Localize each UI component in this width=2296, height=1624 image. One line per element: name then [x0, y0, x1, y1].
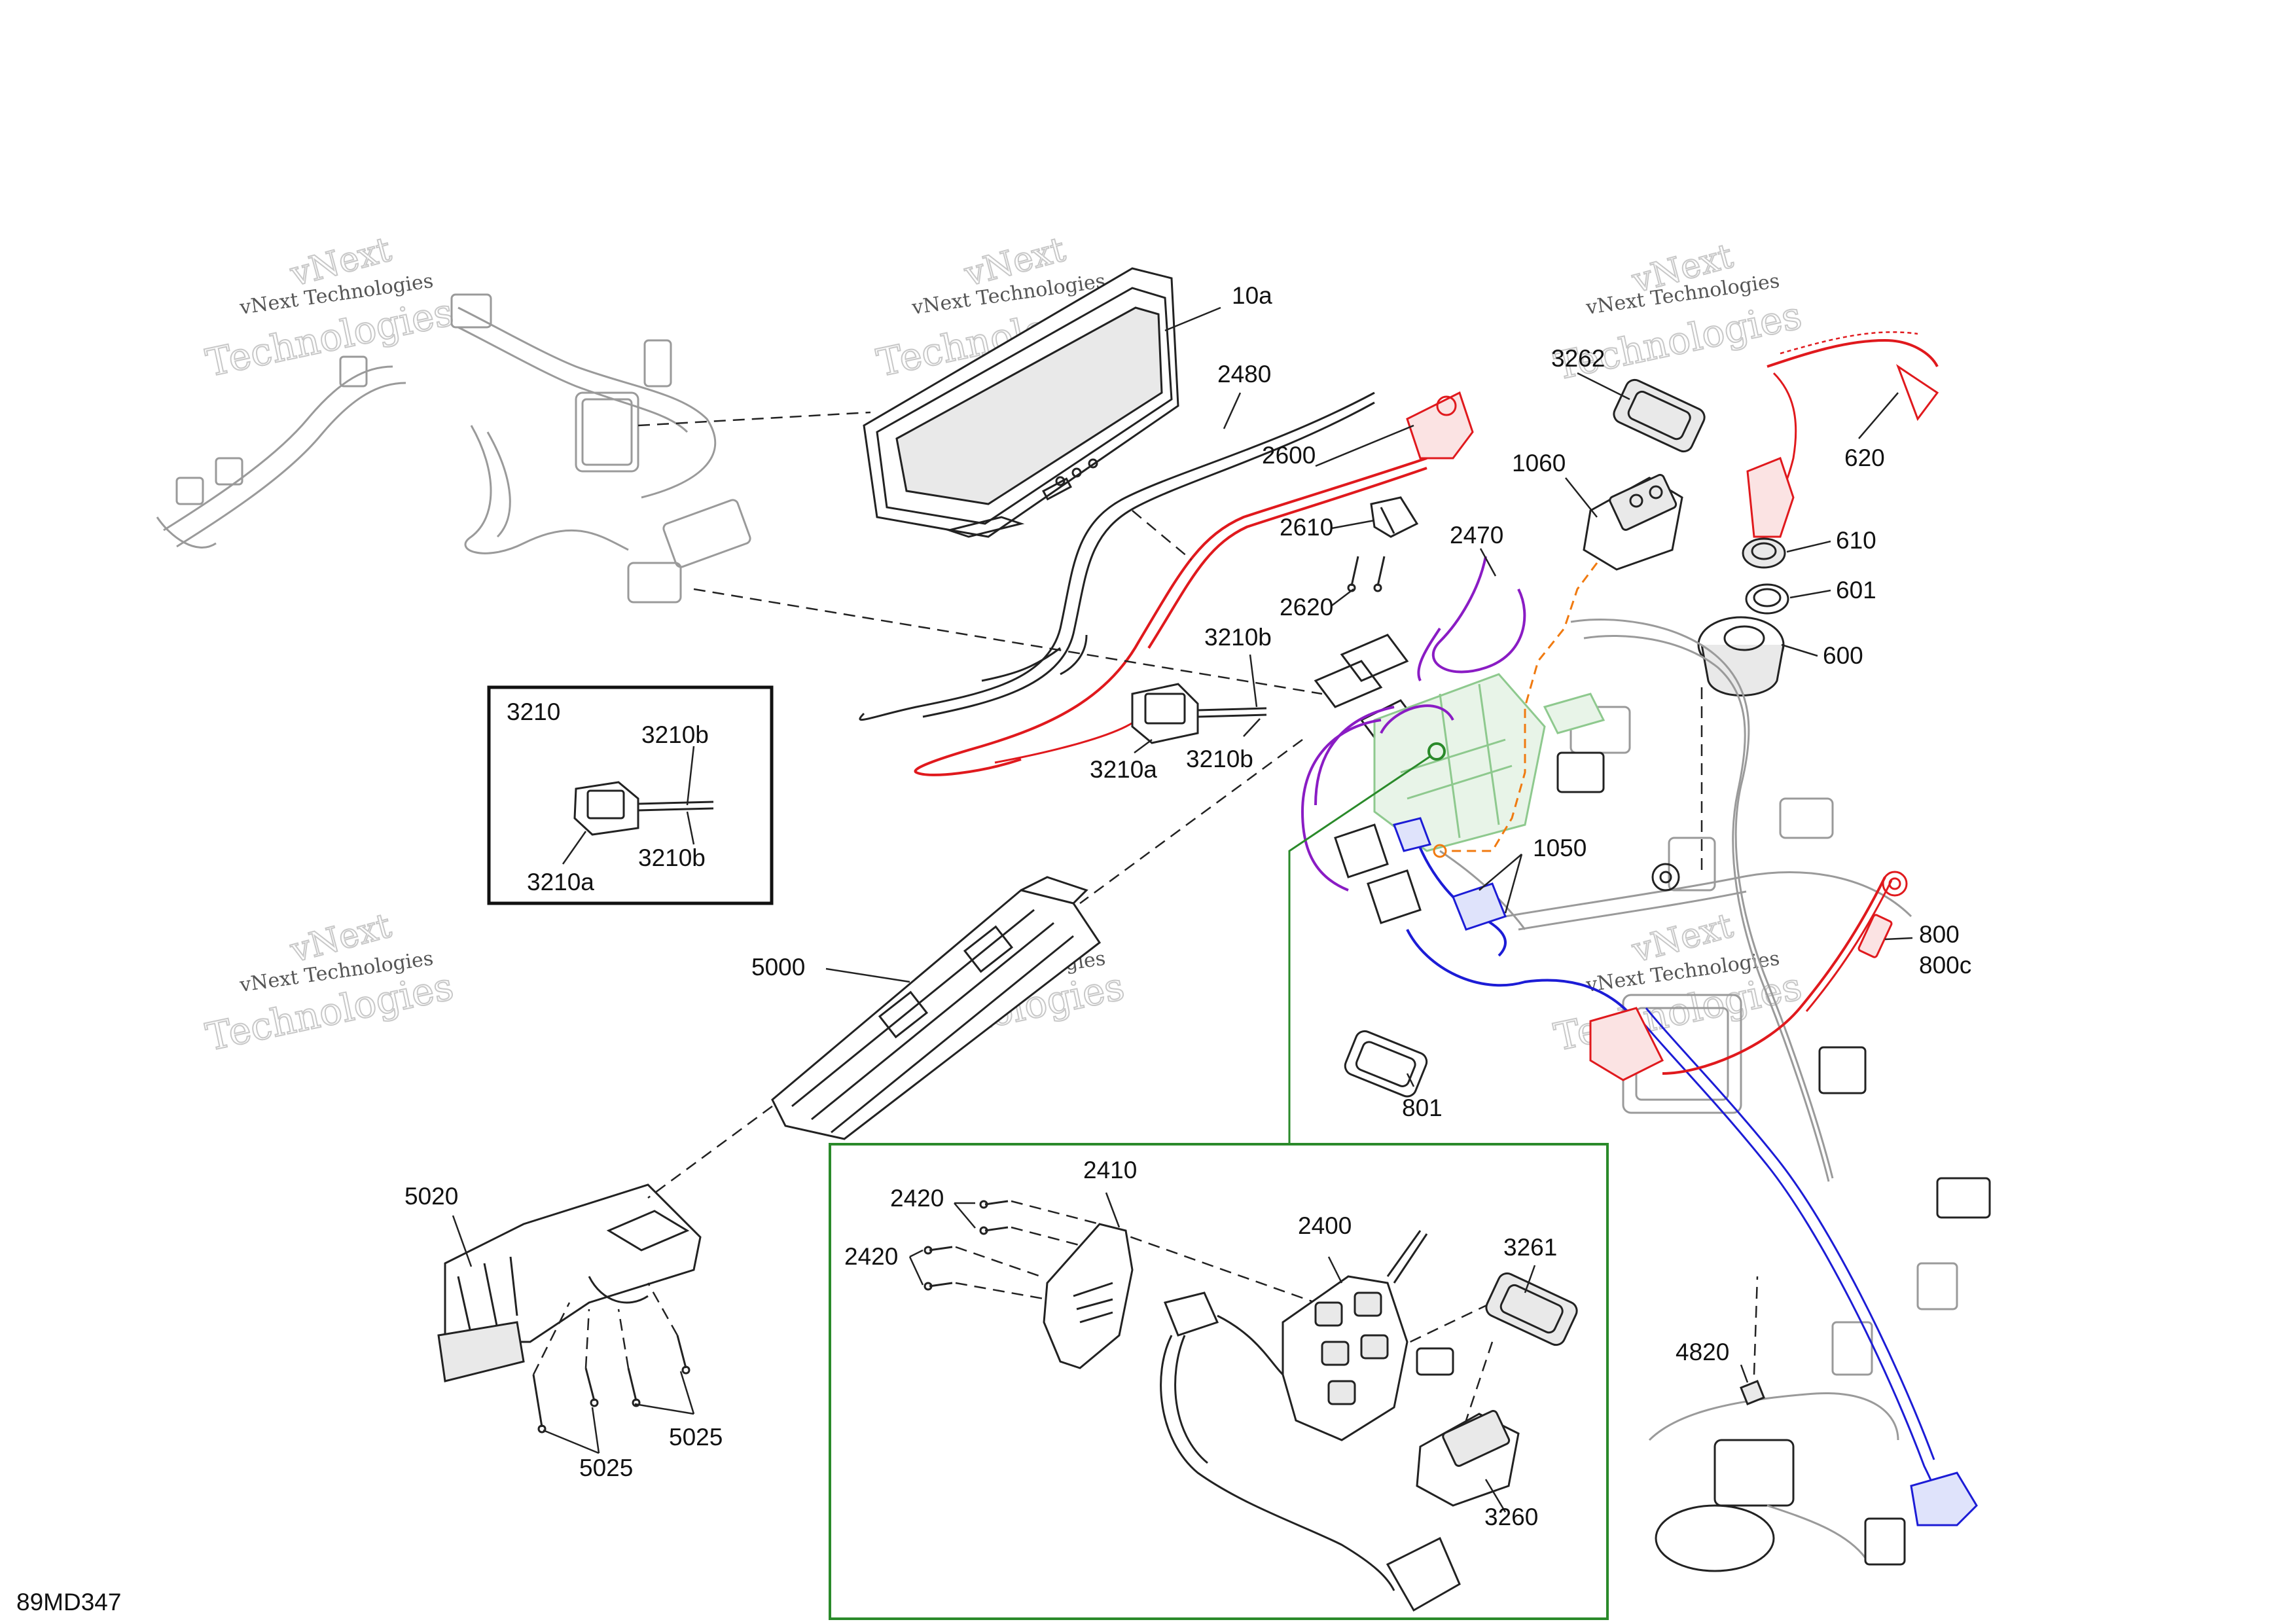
red-harness-2600: [914, 391, 1474, 776]
callout-2620: 2620: [1280, 594, 1333, 621]
callout-4820: 4820: [1676, 1339, 1729, 1365]
callout-3261: 3261: [1503, 1234, 1557, 1261]
leader-lines: [452, 306, 1913, 1513]
callout-3210a: 3210a: [1090, 756, 1157, 783]
nut-610: [1742, 537, 1786, 569]
washer-601: [1745, 583, 1789, 615]
seal-801: [1344, 1030, 1428, 1098]
callout-3210b: 3210b: [1186, 746, 1253, 772]
callout-5025-a: 5025: [579, 1454, 633, 1481]
callout-5025-b: 5025: [669, 1424, 723, 1451]
part-2610: [1370, 496, 1419, 538]
central-harness: [1314, 619, 1991, 1572]
callout-2470: 2470: [1450, 522, 1503, 549]
watermark-mid-left: vNext vNext Technologies Technologies: [202, 905, 458, 1060]
cover-3261: [1485, 1272, 1578, 1346]
screws-2420: [908, 1200, 1009, 1291]
callout-601: 601: [1836, 577, 1876, 604]
blue-harness-1050: [1393, 817, 1978, 1526]
callout-10a: 10a: [1232, 282, 1272, 309]
bracket-5020: [437, 1183, 702, 1382]
callout-2420-a: 2420: [890, 1185, 944, 1212]
dess-post-600: [1697, 616, 1785, 696]
nut-4820: [1740, 1380, 1765, 1405]
callout-800: 800: [1919, 921, 1960, 948]
callout-3262: 3262: [1551, 345, 1605, 372]
callout-5020: 5020: [404, 1183, 458, 1210]
callout-2600: 2600: [1262, 442, 1316, 469]
callout-5000: 5000: [751, 954, 805, 981]
diagram-code: 89MD347: [16, 1589, 121, 1615]
detail-box-3210: 3210 3210b 3210b 3210a: [487, 685, 774, 905]
switch-block-2400: [1282, 1230, 1454, 1441]
callout-2400: 2400: [1298, 1212, 1352, 1239]
screws-2620: [1347, 556, 1386, 592]
detail-link: [1288, 742, 1446, 1144]
switch-1060: [1583, 473, 1683, 571]
callout-1050: 1050: [1533, 835, 1587, 861]
detail-box-switch-assembly: [829, 1143, 1609, 1620]
watermark-top-left: vNext vNext Technologies Technologies: [202, 229, 458, 386]
tube-2480: [859, 391, 1375, 721]
callout-labels: 10a 2480 2600 2610 2620 2470 3262 1060 6…: [404, 282, 1971, 1530]
orange-dashed-route: [1433, 562, 1598, 858]
detail-label-connector: 3210a: [527, 869, 594, 895]
module-5000: [771, 876, 1102, 1140]
main-harness-upper-left: [156, 293, 751, 604]
assembly-lines: [532, 411, 1759, 1375]
callout-2420-b: 2420: [844, 1243, 898, 1270]
instrument-cluster: [863, 267, 1179, 538]
callout-3210b-top: 3210b: [1204, 624, 1272, 651]
switch-3260: [1416, 1409, 1520, 1507]
screws-5025: [532, 1335, 691, 1434]
bracket-2400: [1386, 1536, 1461, 1612]
detail-label-lower: 3210b: [638, 844, 706, 871]
callout-620: 620: [1844, 444, 1885, 471]
callout-3260: 3260: [1484, 1504, 1538, 1530]
housing-2410: [1043, 1223, 1134, 1369]
purple-harness-2470: [1300, 556, 1526, 892]
callout-2610: 2610: [1280, 514, 1333, 541]
callout-801: 801: [1402, 1094, 1443, 1121]
callout-1060: 1060: [1512, 450, 1566, 477]
callout-2410: 2410: [1083, 1157, 1137, 1183]
cover-3262: [1613, 378, 1706, 453]
callout-600: 600: [1823, 642, 1863, 669]
detail-box-title: 3210: [507, 698, 560, 725]
connector-3210a: [1131, 683, 1267, 744]
callout-2480: 2480: [1217, 361, 1271, 388]
detail-label-upper: 3210b: [641, 721, 709, 748]
connector-2400: [1160, 1291, 1395, 1591]
red-harness-800: [1589, 871, 1908, 1081]
callout-610: 610: [1836, 527, 1876, 554]
tether-cord-620: [1746, 331, 1939, 538]
callout-800c: 800c: [1919, 952, 1971, 979]
